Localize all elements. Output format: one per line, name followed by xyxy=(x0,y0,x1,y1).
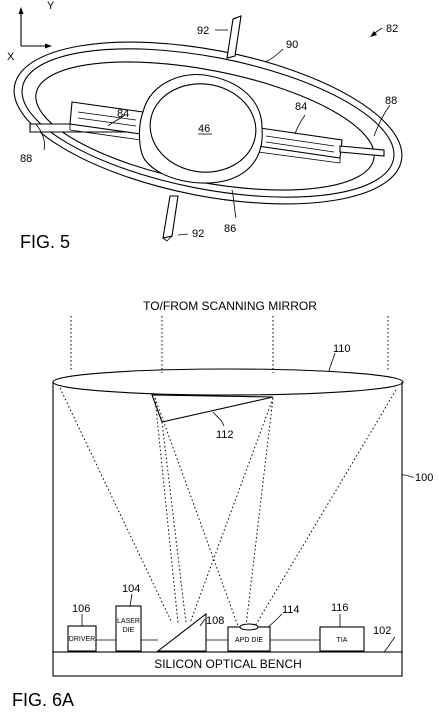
laser-die xyxy=(115,605,142,652)
fig5-leaders xyxy=(35,27,391,236)
incoming-rays xyxy=(70,316,389,373)
label-108: 108 xyxy=(206,615,224,627)
driver-chip xyxy=(67,625,97,652)
apd-die xyxy=(227,626,271,652)
top-flexure-92 xyxy=(226,15,242,59)
label-46: 46 xyxy=(198,123,210,135)
fig6a-leaders xyxy=(81,352,415,653)
label-104: 104 xyxy=(122,583,140,595)
mirror-46 xyxy=(149,83,257,173)
right-arm-84 xyxy=(257,127,385,164)
label-90: 90 xyxy=(286,39,298,51)
fig5-caption: FIG. 5 xyxy=(20,232,70,252)
apd-lens xyxy=(239,623,259,631)
tia-chip xyxy=(319,626,365,652)
label-116: 116 xyxy=(331,602,349,614)
label-92-bottom: 92 xyxy=(192,228,204,240)
label-88-right: 88 xyxy=(385,95,397,107)
bottom-flexure-92 xyxy=(162,195,179,242)
apd-label: APD DIE xyxy=(235,637,263,644)
label-82: 82 xyxy=(386,23,398,35)
mirror-hub xyxy=(138,74,263,184)
label-84-left: 84 xyxy=(117,108,129,120)
left-arm-84 xyxy=(29,101,144,141)
label-88-left: 88 xyxy=(20,153,32,165)
label-112: 112 xyxy=(216,429,234,441)
driver-label: DRIVER xyxy=(69,636,95,643)
label-92-top: 92 xyxy=(197,25,209,37)
label-106: 106 xyxy=(72,603,90,615)
axis-y-label: Y xyxy=(47,0,55,12)
label-114: 114 xyxy=(282,604,300,616)
fig6a-caption: FIG. 6A xyxy=(12,690,74,710)
label-110: 110 xyxy=(333,343,351,355)
lens-110 xyxy=(52,368,404,396)
components: DRIVER LASER DIE APD DIE TIA xyxy=(67,605,365,652)
label-102: 102 xyxy=(373,625,391,637)
fig5-diagram: Y X xyxy=(7,0,403,252)
laser-label-2: DIE xyxy=(123,627,135,634)
axis-indicator: Y X xyxy=(7,0,55,63)
axis-x-label: X xyxy=(7,51,15,63)
scanning-mirror-header: TO/FROM SCANNING MIRROR xyxy=(143,299,317,313)
fold-mirror-112 xyxy=(151,394,274,423)
housing-100 xyxy=(52,382,403,653)
internal-rays xyxy=(59,387,397,627)
label-100: 100 xyxy=(415,472,433,484)
outer-gimbal-ring xyxy=(13,41,403,205)
fig6a-diagram: TO/FROM SCANNING MIRROR xyxy=(12,299,433,710)
laser-label-1: LASER xyxy=(117,618,140,625)
silicon-optical-bench xyxy=(52,651,403,677)
label-84-right: 84 xyxy=(295,101,307,113)
label-86: 86 xyxy=(224,223,236,235)
bench-label: SILICON OPTICAL BENCH xyxy=(154,657,302,671)
prism-108 xyxy=(156,612,207,652)
tia-label: TIA xyxy=(337,637,348,644)
